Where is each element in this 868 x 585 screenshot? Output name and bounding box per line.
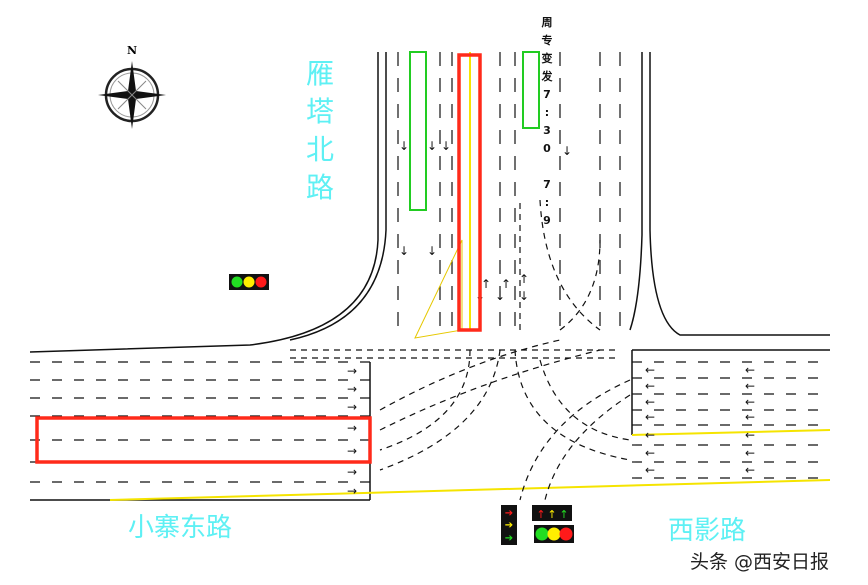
svg-text:➔: ➔ xyxy=(505,533,513,544)
lane-arrow-icon: → xyxy=(347,444,357,458)
signal-straight-arrows: ↑ ↑ ↑ xyxy=(532,505,572,521)
lane-arrow-icon: ↓ xyxy=(399,139,409,153)
lane-arrow-icon: ↓ xyxy=(519,289,529,303)
lane-arrow-icon: ↓ xyxy=(495,289,505,303)
north-west-inner-curb xyxy=(289,52,387,341)
lane-arrow-icon: ↑ xyxy=(519,272,529,286)
road-name-west: 小寨东路 xyxy=(128,513,233,543)
lane-arrow-icon: → xyxy=(347,465,357,479)
lane-arrow-icon: ↓ xyxy=(399,244,409,258)
highlight-west-lanes xyxy=(35,416,372,464)
lane-arrow-icon: ← xyxy=(645,446,655,460)
lane-lines xyxy=(30,52,830,483)
lane-arrow-icon: ← xyxy=(645,410,655,424)
north-east-curb xyxy=(649,52,830,336)
lane-arrow-icon: → xyxy=(347,421,357,435)
lane-arrow-icon: → xyxy=(347,484,357,498)
compass-north-label: N xyxy=(127,44,138,57)
hatched-area xyxy=(414,239,463,339)
lane-arrow-icon: → xyxy=(347,364,357,378)
lane-arrow-icon: ← xyxy=(745,446,755,460)
north-west-median xyxy=(409,51,427,211)
north-east-median xyxy=(522,51,540,129)
lane-arrow-icon: ← xyxy=(745,379,755,393)
lane-arrow-icon: ← xyxy=(645,379,655,393)
svg-text:↑: ↑ xyxy=(536,508,545,521)
lane-arrow-icon: ← xyxy=(745,395,755,409)
turn-guides xyxy=(290,199,631,501)
lane-arrow-icon: ← xyxy=(745,463,755,477)
lane-arrow-icon: ← xyxy=(645,428,655,442)
lane-arrow-icon: → xyxy=(347,400,357,414)
svg-text:↑: ↑ xyxy=(559,508,568,521)
watermark: 头条 @西安日报 xyxy=(690,551,830,573)
compass-icon xyxy=(98,61,166,129)
lane-arrow-icon: ← xyxy=(645,395,655,409)
medians xyxy=(409,51,540,211)
svg-text:➔: ➔ xyxy=(505,520,513,531)
north-west-curb xyxy=(29,52,379,353)
lane-arrow-icon: ↓ xyxy=(427,244,437,258)
north-east-inner-curb xyxy=(629,52,643,331)
lane-arrow-icon: ← xyxy=(745,410,755,424)
lane-arrow-icon: → xyxy=(347,382,357,396)
signal-west xyxy=(229,274,269,290)
lane-arrow-icon: ← xyxy=(645,363,655,377)
svg-text:↑: ↑ xyxy=(547,508,556,521)
signal-round xyxy=(534,525,574,543)
signal-right-turn-arrows: ➔ ➔ ➔ xyxy=(501,505,517,545)
svg-text:➔: ➔ xyxy=(505,508,513,519)
east-centerline xyxy=(631,429,831,436)
centerlines xyxy=(109,52,831,501)
lane-arrow-icon: ↑ xyxy=(481,277,491,291)
lane-arrow-icon: ← xyxy=(745,363,755,377)
highlight-north-lane xyxy=(457,53,482,332)
lane-arrow-icon: ↓ xyxy=(427,139,437,153)
lane-arrow-icon: ← xyxy=(645,463,655,477)
lane-arrows: →→→→→→→←←←←←←←←←←←←←←↓↓↓↓↓↓↓↓↓↑↑↑ xyxy=(347,139,755,498)
road-name-east: 西影路 xyxy=(668,516,747,546)
lane-arrow-icon: ← xyxy=(745,428,755,442)
south-centerline xyxy=(109,479,831,501)
road-name-north: 雁塔北路 xyxy=(305,57,334,204)
lane-arrow-icon: ↓ xyxy=(562,144,572,158)
lane-arrow-icon: ↑ xyxy=(501,277,511,291)
lane-arrow-icon: ↓ xyxy=(441,139,451,153)
